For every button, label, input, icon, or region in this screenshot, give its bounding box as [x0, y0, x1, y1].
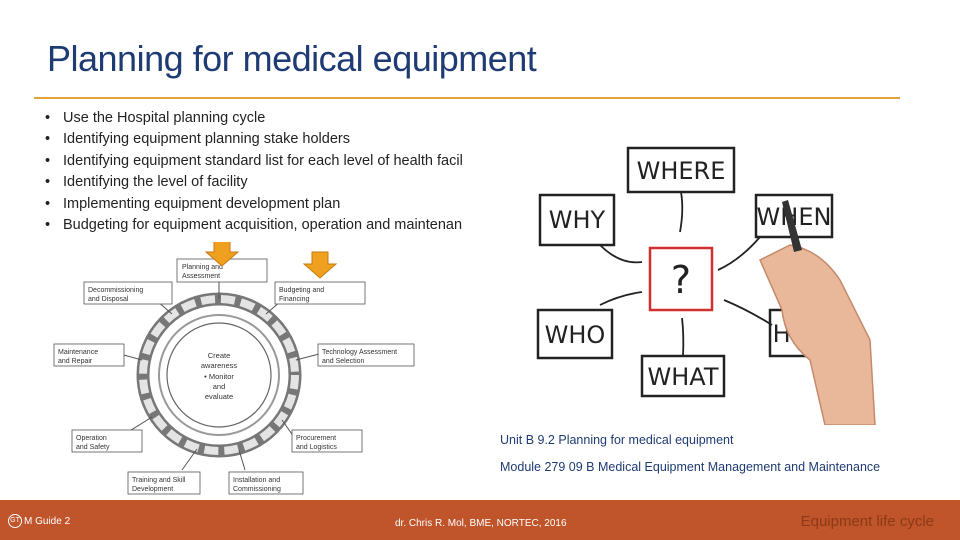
bullet-marker: •: [45, 110, 51, 126]
cycle-box-decommissioning: Decommissioning: [88, 287, 143, 294]
guide-logo-icon: GT: [8, 514, 22, 528]
center-text-1: Create: [208, 351, 231, 360]
bullet-marker: •: [45, 217, 51, 234]
arrow-how: [723, 299, 773, 326]
what-label: WHAT: [648, 363, 719, 391]
cycle-box-budgeting-2: Financing: [279, 296, 309, 303]
bullet-item: • Identifying equipment standard list for…: [45, 151, 463, 172]
cycle-box-maintenance-2: and Repair: [58, 358, 93, 365]
cycle-box-planning: Planning and: [182, 264, 223, 271]
cycle-box-operation: Operation: [76, 435, 107, 442]
bullet-text: Budgeting for equipment acquisition, ope…: [63, 217, 463, 234]
cycle-box-operation-2: and Safety: [76, 444, 110, 451]
question-box: [648, 246, 714, 312]
bullet-list: • Use the Hospital planning cycle • Identi…: [45, 108, 463, 236]
why-label: WHY: [549, 206, 606, 234]
bullet-item: • Budgeting for equipment acquisition, op…: [45, 215, 463, 236]
bullet-text: Use the Hospital planning cycle: [63, 110, 266, 126]
slide-footer: GT M Guide 2 dr. Chris R. Mol, BME, NORT…: [0, 500, 960, 540]
bullet-text: Identifying equipment planning stake hol…: [63, 131, 350, 148]
bullet-marker: •: [45, 195, 51, 212]
hand-image: [759, 244, 876, 425]
title-divider: [34, 97, 900, 99]
center-text-5: evaluate: [205, 392, 233, 401]
question-mark: ?: [671, 258, 691, 302]
cycle-box-procurement: Procurement: [296, 435, 336, 442]
cycle-box-installation-2: Commissioning: [233, 486, 281, 493]
footer-author: dr. Chris R. Mol, BME, NORTEC, 2016: [395, 518, 567, 529]
bullet-text: Identifying the level of facility: [63, 174, 248, 191]
arrow-why: [599, 244, 643, 264]
bullet-marker: •: [45, 174, 51, 191]
cycle-box-budgeting: Budgeting and: [279, 287, 324, 294]
equipment-cycle-diagram: Planning and Assessment Budgeting and Fi…: [32, 242, 430, 500]
questions-diagram: WHERE WHY WHEN ? WHO HOW WHAT: [520, 100, 910, 425]
bullet-item: • Use the Hospital planning cycle: [45, 108, 463, 129]
bullet-marker: •: [45, 131, 51, 148]
bullet-item: • Identifying the level of facility: [45, 172, 463, 193]
cycle-box-technology-2: and Selection: [322, 358, 365, 365]
why-box: [538, 193, 616, 247]
arrow-when: [717, 236, 761, 271]
who-label: WHO: [545, 321, 606, 349]
where-label: WHERE: [637, 157, 726, 185]
footer-left: GT M Guide 2: [8, 514, 70, 528]
slide-caption: Unit B 9.2 Planning for medical equipmen…: [500, 433, 900, 474]
cycle-box-technology: Technology Assessment: [322, 349, 397, 356]
cycle-box-training-2: Development: [132, 486, 173, 493]
bullet-item: • Identifying equipment planning stake ho…: [45, 129, 463, 150]
when-box: [754, 193, 834, 239]
cycle-box-decommissioning-2: and Disposal: [88, 296, 129, 303]
cycle-box-training: Training and Skill: [132, 477, 186, 484]
who-box: [536, 308, 614, 360]
arrow-where: [679, 191, 684, 233]
where-box: [626, 146, 736, 194]
bullet-marker: •: [45, 152, 51, 169]
cycle-box-procurement-2: and Logistics: [296, 444, 337, 451]
slide-title: Planning for medical equipment: [47, 38, 537, 79]
center-text-2: awareness: [201, 361, 238, 370]
what-box: [640, 354, 726, 398]
arrow-who: [599, 291, 643, 306]
marker-pen: [782, 200, 802, 252]
cycle-box-installation: Installation and: [233, 477, 280, 484]
cycle-box-planning-2: Assessment: [182, 273, 220, 280]
center-circle: [166, 322, 272, 428]
arrow-what: [681, 317, 685, 357]
footer-section-title: Equipment life cycle: [800, 513, 934, 530]
caption-module: Module 279 09 B Medical Equipment Manage…: [500, 460, 881, 474]
highlight-arrow-budgeting: [302, 251, 338, 279]
bullet-text: Implementing equipment development plan: [63, 195, 341, 212]
footer-guide-text: M Guide 2: [24, 515, 71, 527]
caption-unit: Unit B 9.2 Planning for medical equipmen…: [500, 433, 734, 447]
bullet-item: • Implementing equipment development plan: [45, 194, 463, 215]
highlight-arrow-planning: [204, 242, 240, 267]
center-text-4: and: [213, 382, 226, 391]
center-text-3: • Monitor: [204, 372, 234, 381]
cycle-box-maintenance: Maintenance: [58, 349, 98, 356]
bullet-text: Identifying equipment standard list for …: [63, 152, 463, 169]
